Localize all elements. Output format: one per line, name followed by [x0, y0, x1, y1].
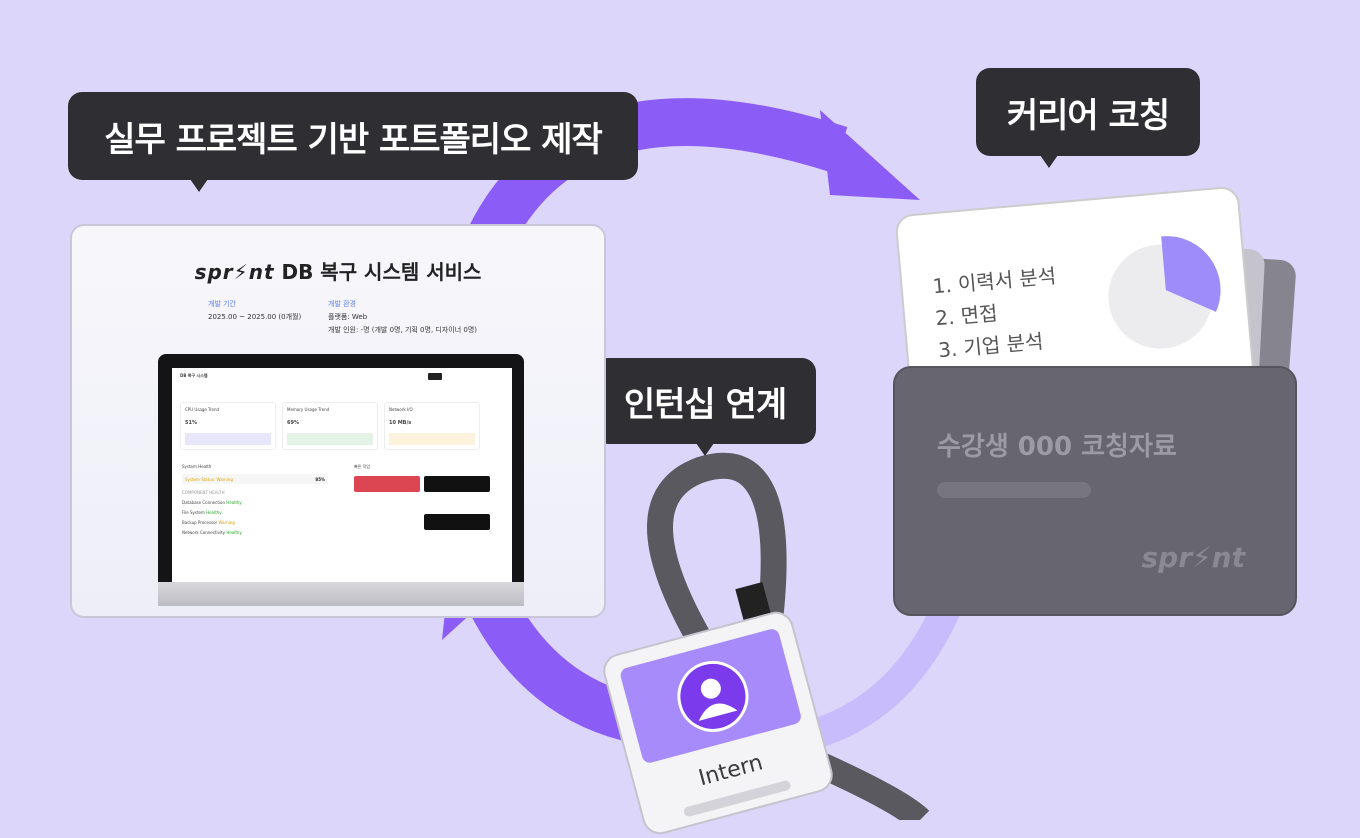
memory-area: [287, 433, 373, 445]
component-row: Network Connectivity Healthy: [182, 530, 242, 535]
coaching-sheet: 1. 이력서 분석 2. 면접 3. 기업 분석: [894, 185, 1261, 475]
sprint-logo: spr⚡nt: [194, 260, 275, 284]
folder-title: 수강생 000 코칭자료: [937, 432, 1177, 462]
bubble-coaching: 커리어 코칭: [976, 68, 1200, 168]
status-value: 85%: [315, 477, 325, 482]
action-button-dark[interactable]: [424, 476, 490, 492]
health-title: System Health: [182, 464, 212, 469]
user-avatar-icon: [677, 660, 749, 732]
component-row: Database Connection Healthy: [182, 500, 242, 505]
coaching-folder: 수강생 000 코칭자료 spr⚡nt: [893, 366, 1297, 616]
card-value: 10 MB/s: [389, 420, 412, 426]
component-row: Backup Processor Warning: [182, 520, 235, 525]
component-row: File System Healthy: [182, 510, 222, 515]
badge-header: [618, 627, 803, 765]
metric-card: Memory Usage Trend 69%: [282, 402, 378, 450]
period: 개발 기간 2025.00 ~ 2025.00 (0개월): [208, 298, 301, 324]
card-value: 69%: [287, 420, 299, 426]
app-title: DB 복구 시스템: [180, 373, 208, 378]
card-label: CPU Usage Trend: [185, 407, 220, 412]
metric-card: Network I/O 10 MB/s: [384, 402, 480, 450]
component-list: Database Connection Healthy File System …: [182, 498, 242, 538]
card-value: 51%: [185, 420, 197, 426]
environment: 개발 환경 플랫폼: Web 개발 인원: -명 (개발 0명, 기획 0명, …: [328, 298, 477, 337]
folder-sprint-logo: spr⚡nt: [1141, 541, 1246, 574]
project-title: DB 복구 시스템 서비스: [281, 260, 482, 284]
period-value: 2025.00 ~ 2025.00 (0개월): [208, 313, 302, 321]
status-text: System Status: Warning: [185, 477, 233, 482]
card-label: Memory Usage Trend: [287, 407, 330, 412]
action-button-red[interactable]: [354, 476, 420, 492]
period-label: 개발 기간: [208, 300, 236, 308]
bubble-portfolio: 실무 프로젝트 기반 포트폴리오 제작: [68, 92, 638, 192]
metric-card: CPU Usage Trend 51%: [180, 402, 276, 450]
lanyard: [647, 452, 787, 647]
network-area: [389, 433, 475, 445]
monitor: DB 복구 시스템 CPU Usage Trend 51% Memory Usag…: [158, 354, 524, 582]
arrowhead-top-icon: [820, 110, 920, 200]
folder-placeholder-bar: [937, 482, 1091, 498]
header-button[interactable]: [428, 373, 442, 380]
team: 개발 인원: -명 (개발 0명, 기획 0명, 디자이너 0명): [328, 326, 477, 334]
dashboard-screen: DB 복구 시스템 CPU Usage Trend 51% Memory Usag…: [172, 368, 512, 582]
coaching-list: 1. 이력서 분석 2. 면접 3. 기업 분석: [931, 260, 1063, 366]
monitor-stand: [158, 582, 524, 606]
portfolio-title: spr⚡nt DB 복구 시스템 서비스: [72, 256, 604, 285]
platform: 플랫폼: Web: [328, 313, 368, 321]
quick-actions-title: 빠른 작업: [354, 464, 370, 469]
status-banner: System Status: Warning 85%: [182, 474, 328, 484]
env-label: 개발 환경: [328, 300, 356, 308]
card-label: Network I/O: [389, 407, 413, 412]
bubble-internship: 인턴십 연계: [594, 358, 816, 456]
cpu-area: [185, 433, 271, 445]
portfolio-card: spr⚡nt DB 복구 시스템 서비스 개발 기간 2025.00 ~ 202…: [70, 224, 606, 618]
intern-badge: Intern: [599, 607, 837, 838]
pie-chart-icon: [1108, 236, 1221, 349]
action-button-dark-2[interactable]: [424, 514, 490, 530]
components-title: COMPONENT HEALTH: [182, 490, 225, 495]
